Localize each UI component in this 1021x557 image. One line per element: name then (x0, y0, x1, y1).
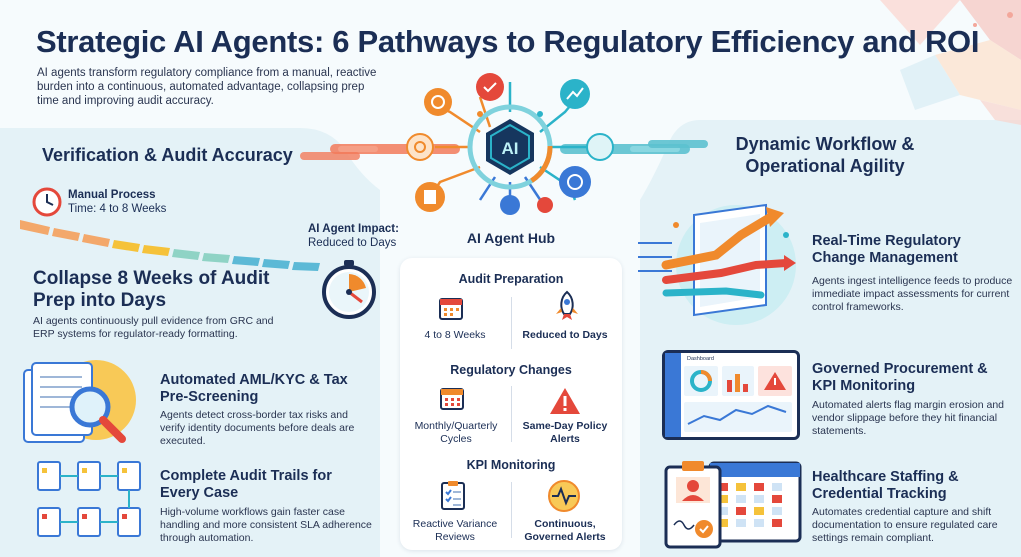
hub-reg-before: Monthly/Quarterly Cycles (414, 420, 498, 445)
right-title-accent (648, 140, 708, 148)
calendar-icon (440, 388, 464, 410)
pulse-icon (548, 480, 580, 512)
timeline-ribbon (20, 220, 320, 271)
checklist-icon (441, 481, 465, 510)
hub-kpi-before: Reactive Variance Reviews (412, 518, 498, 543)
feature-reg-change-desc: Agents ingest intelligence feeds to prod… (812, 275, 1013, 313)
feature-procurement-title: Governed Procurement & KPI Monitoring (812, 361, 988, 394)
calendar-icon (439, 298, 463, 320)
page-subtitle: AI agents transform regulatory complianc… (37, 67, 377, 107)
rocket-icon (556, 290, 578, 320)
workflow-documents-icon (37, 461, 141, 537)
feature-audit-trails-title: Complete Audit Trails for Every Case (160, 468, 332, 501)
alert-triangle-icon (550, 388, 580, 414)
clock-icon (32, 187, 62, 217)
hub-reg-after: Same-Day Policy Alerts (522, 420, 608, 445)
hub-divider (511, 482, 512, 538)
audit-prep-heading: Collapse 8 Weeks of Audit Prep into Days (33, 268, 270, 311)
left-section-title: Verification & Audit Accuracy (42, 145, 293, 165)
hub-divider (511, 297, 512, 349)
feature-procurement-desc: Automated alerts flag margin erosion and… (812, 399, 1005, 437)
dashboard-widgets (684, 366, 792, 432)
dashboard-label: Dashboard (687, 356, 714, 362)
hub-kpi-after: Continuous, Governed Alerts (524, 518, 606, 543)
ai-impact-label: AI Agent Impact: Reduced to Days (308, 223, 399, 249)
audit-prep-desc: AI agents continuously pull evidence fro… (33, 315, 274, 340)
credential-calendar-icon (664, 461, 802, 549)
right-section-title: Dynamic Workflow & Operational Agility (735, 134, 915, 176)
feature-healthcare-desc: Automates credential capture and shift d… (812, 506, 998, 544)
hub-audit-before: 4 to 8 Weeks (424, 329, 486, 341)
left-title-accent (300, 152, 360, 160)
hub-audit-prep-title: Audit Preparation (458, 272, 564, 286)
feature-aml-kyc-title: Automated AML/KYC & Tax Pre-Screening (160, 372, 348, 405)
page-title: Strategic AI Agents: 6 Pathways to Regul… (36, 24, 980, 59)
hub-title: AI Agent Hub (466, 230, 556, 246)
stopwatch-icon (322, 260, 376, 319)
hub-audit-after: Reduced to Days (522, 329, 608, 341)
upload-icon (638, 203, 796, 325)
feature-aml-kyc-desc: Agents detect cross-border tax risks and… (160, 409, 355, 447)
feature-reg-change-title: Real-Time Regulatory Change Management (812, 233, 961, 266)
feature-audit-trails-desc: High-volume workflows gain faster case h… (160, 506, 372, 544)
hub-reg-changes-title: Regulatory Changes (450, 363, 572, 377)
document-magnifier-icon (23, 360, 136, 443)
hub-divider (511, 386, 512, 442)
hub-kpi-title: KPI Monitoring (466, 458, 556, 472)
manual-process-label: Manual Process Time: 4 to 8 Weeks (68, 189, 167, 215)
feature-healthcare-title: Healthcare Staffing & Credential Trackin… (812, 469, 959, 502)
ai-chip-icon: AI (502, 139, 519, 158)
